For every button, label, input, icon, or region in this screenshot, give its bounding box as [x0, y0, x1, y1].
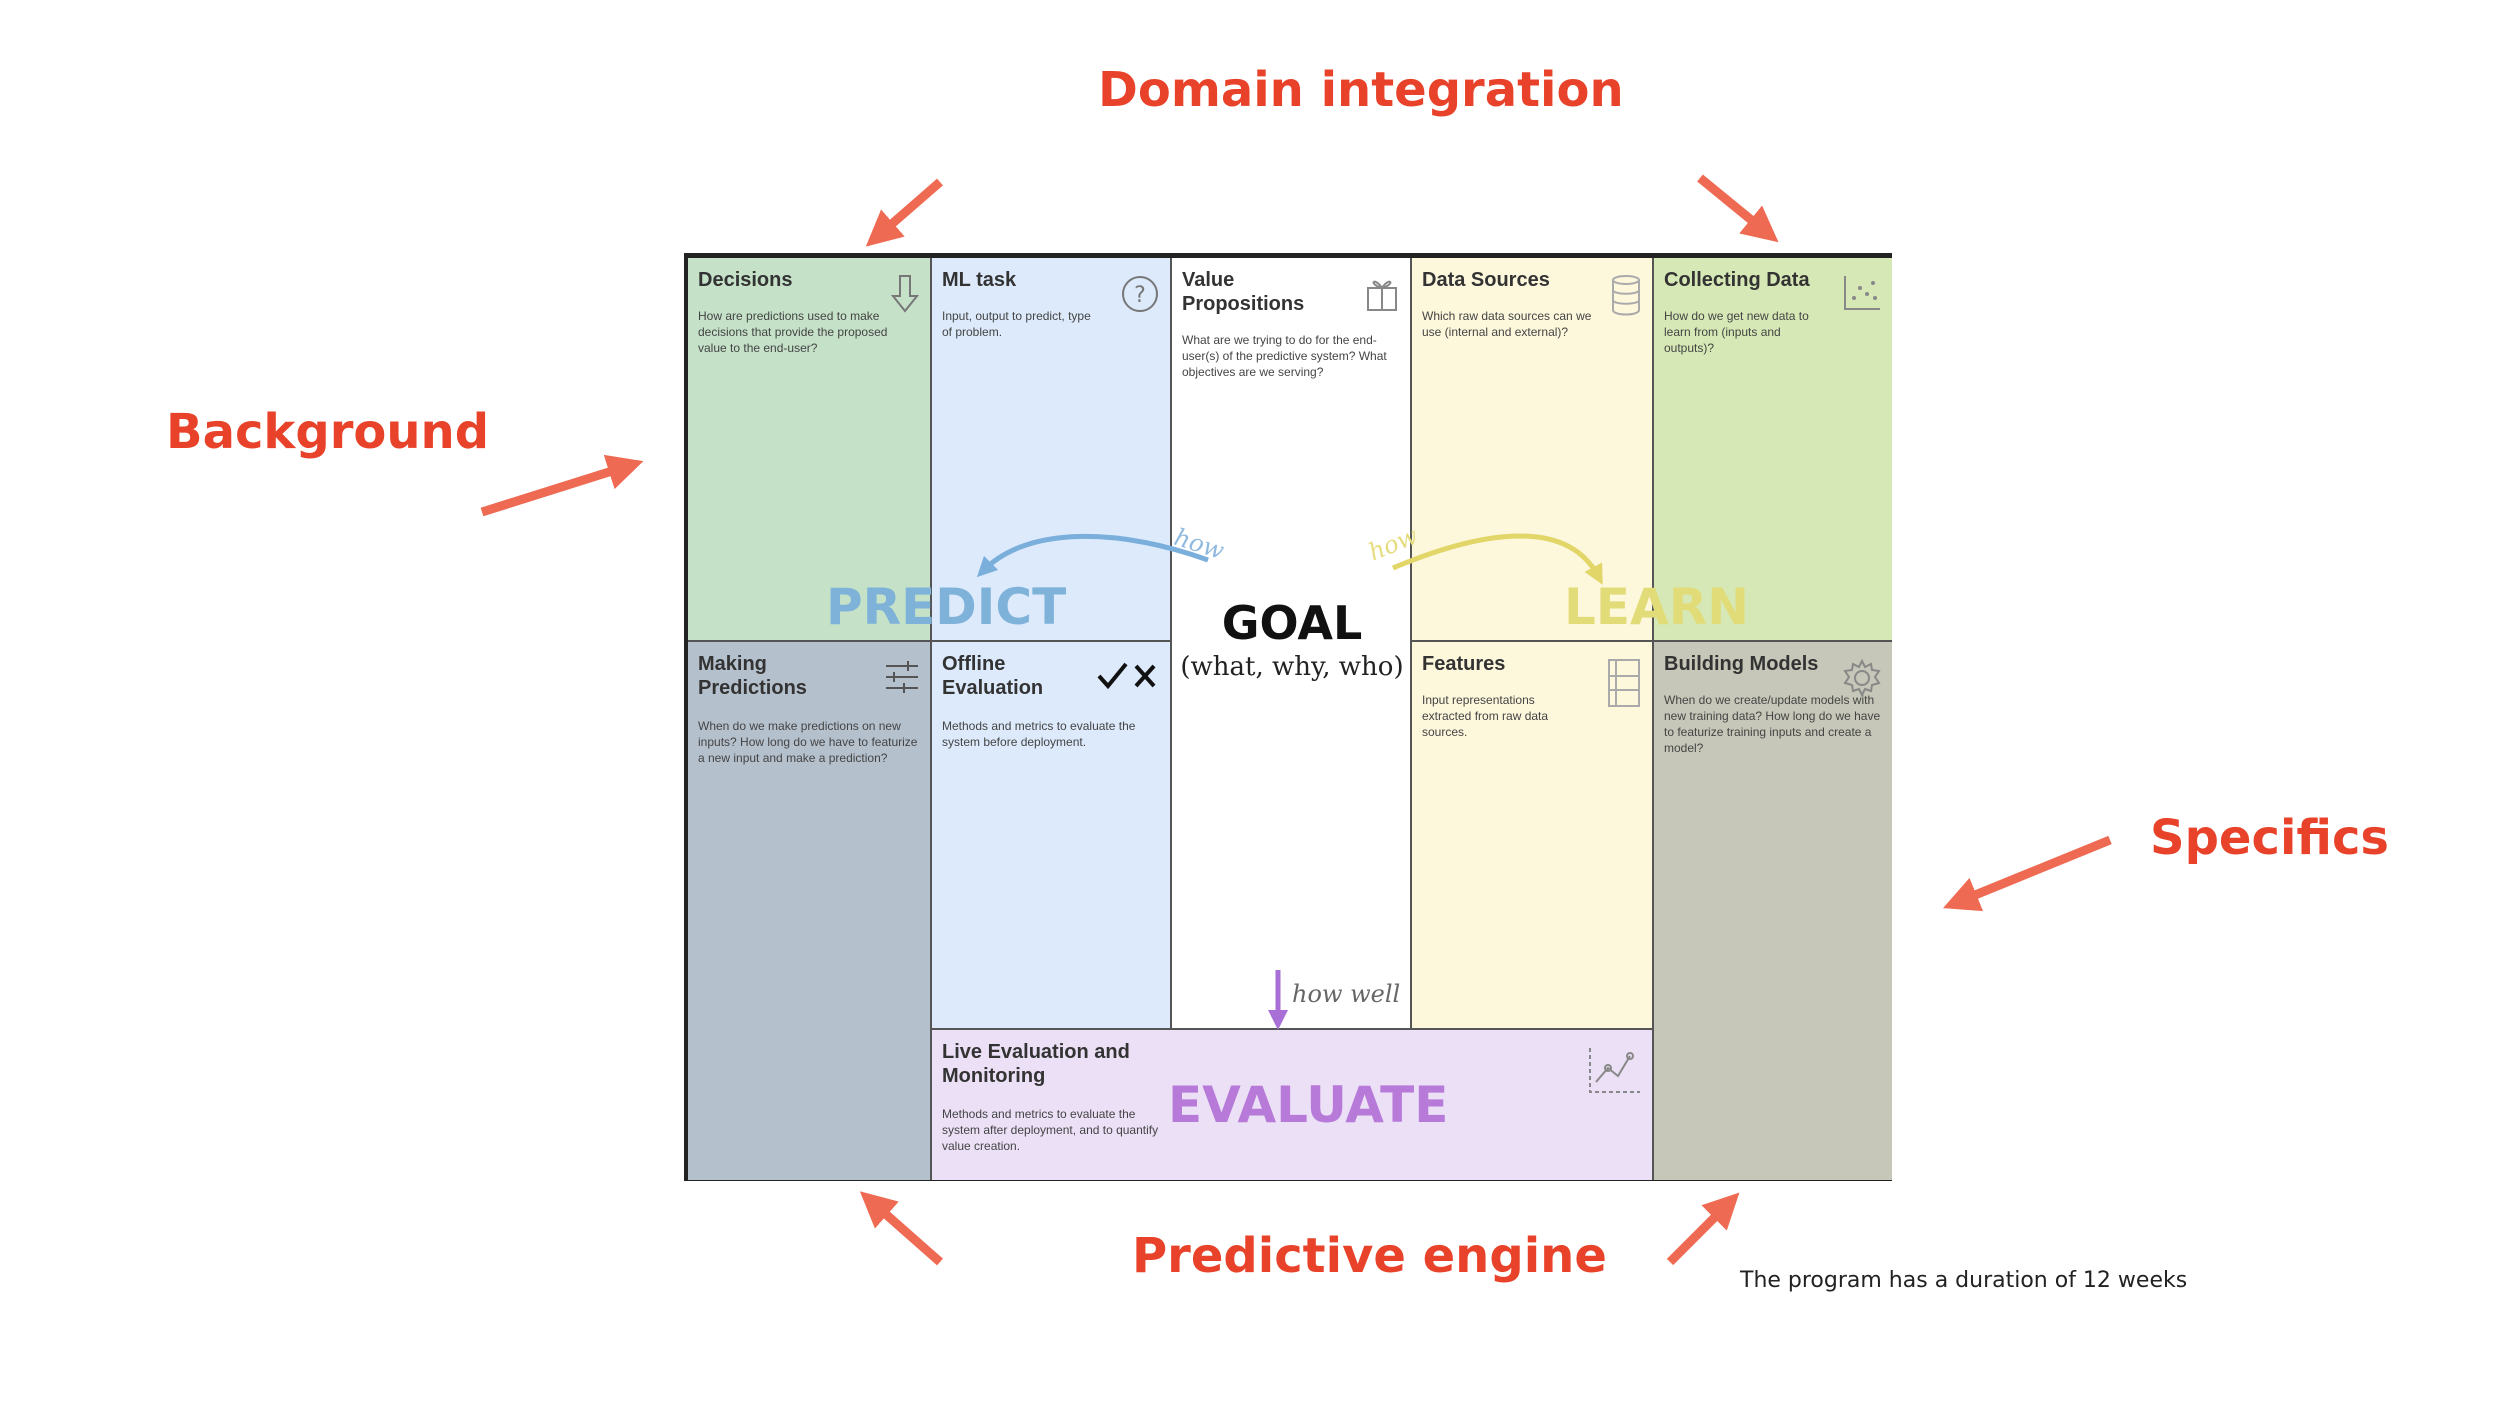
- live-eval-text: Methods and metrics to evaluate the syst…: [942, 1107, 1159, 1153]
- data-sources-text: Which raw data sources can we use (inter…: [1422, 309, 1592, 339]
- value-props-title-line1: Value: [1182, 269, 1235, 291]
- value-props-text: What are we trying to do for the end-use…: [1182, 333, 1387, 379]
- collecting-data-text: How do we get new data to learn from (in…: [1664, 309, 1809, 355]
- arrow-top-right: [1697, 174, 1779, 243]
- decisions-text: How are predictions used to make decisio…: [698, 309, 888, 355]
- database-icon: [1612, 275, 1640, 316]
- making-predictions-title-line2: Predictions: [698, 677, 807, 699]
- ml-task-text: Input, output to predict, type of proble…: [942, 309, 1091, 339]
- gift-icon: [1367, 280, 1397, 311]
- goal-subtitle: (what, why, who): [1180, 652, 1404, 682]
- check-cross-icon: [1097, 662, 1156, 690]
- label-predictive-engine: Predictive engine: [1132, 1228, 1607, 1284]
- cell-building-models: Building Models When do we create/update…: [1654, 642, 1892, 1180]
- predict-label: PREDICT: [826, 578, 1067, 636]
- value-props-title-line2: Propositions: [1182, 293, 1305, 315]
- cell-ml-task: ML task Input, output to predict, type o…: [932, 258, 1172, 642]
- decisions-title: Decisions: [698, 269, 793, 291]
- line-chart-icon: [1589, 1048, 1640, 1093]
- offline-eval-title-line2: Evaluation: [942, 677, 1044, 699]
- learn-arrow: [1392, 533, 1603, 585]
- arrow-down-icon: [890, 275, 920, 313]
- features-text: Input representations extracted from raw…: [1422, 693, 1549, 739]
- cell-features: Features Input representations extracted…: [1412, 642, 1654, 1030]
- cell-data-sources: Data Sources Which raw data sources can …: [1412, 258, 1654, 642]
- data-sources-title: Data Sources: [1422, 269, 1550, 291]
- arrow-bottom-left: [859, 1191, 943, 1266]
- arrow-top-left: [865, 178, 943, 247]
- how-well-label: how well: [1292, 980, 1401, 1008]
- offline-eval-text: Methods and metrics to evaluate the syst…: [942, 719, 1136, 749]
- cell-collecting-data: Collecting Data How do we get new data t…: [1654, 258, 1892, 642]
- ml-task-title: ML task: [942, 269, 1017, 291]
- evaluate-label: EVALUATE: [1168, 1076, 1449, 1134]
- live-eval-title-line2: Monitoring: [942, 1065, 1046, 1087]
- learn-label: LEARN: [1564, 578, 1750, 636]
- building-models-text: When do we create/update models with new…: [1664, 693, 1881, 755]
- sliders-icon: [886, 661, 918, 693]
- columns-icon: [1608, 659, 1640, 707]
- goal-block: GOAL (what, why, who): [1172, 596, 1412, 682]
- arrow-right: [1942, 835, 2112, 912]
- making-predictions-text: When do we make predictions on new input…: [698, 719, 918, 765]
- live-eval-title-line1: Live Evaluation and: [942, 1041, 1130, 1063]
- label-specifics: Specifics: [2150, 810, 2389, 866]
- goal-title: GOAL: [1221, 596, 1363, 650]
- arrow-bottom-right: [1666, 1192, 1740, 1266]
- question-icon: ?: [1122, 276, 1158, 312]
- svg-text:?: ?: [1134, 283, 1146, 308]
- label-domain-integration: Domain integration: [1098, 62, 1624, 118]
- duration-note: The program has a duration of 12 weeks: [1740, 1268, 2188, 1293]
- canvas-flow-arrows: [976, 533, 1603, 1030]
- features-title: Features: [1422, 653, 1506, 675]
- gear-icon: [1843, 658, 1881, 698]
- collecting-data-title: Collecting Data: [1664, 269, 1810, 291]
- arrow-left: [480, 454, 644, 517]
- predict-arrow: [976, 534, 1209, 578]
- building-models-title: Building Models: [1664, 653, 1819, 675]
- scatter-plot-icon: [1844, 276, 1880, 310]
- offline-eval-title-line1: Offline: [942, 653, 1006, 675]
- label-background: Background: [166, 404, 490, 460]
- making-predictions-title-line1: Making: [698, 653, 767, 675]
- cell-decisions: Decisions How are predictions used to ma…: [688, 258, 932, 642]
- ml-canvas: Decisions How are predictions used to ma…: [684, 253, 1892, 1181]
